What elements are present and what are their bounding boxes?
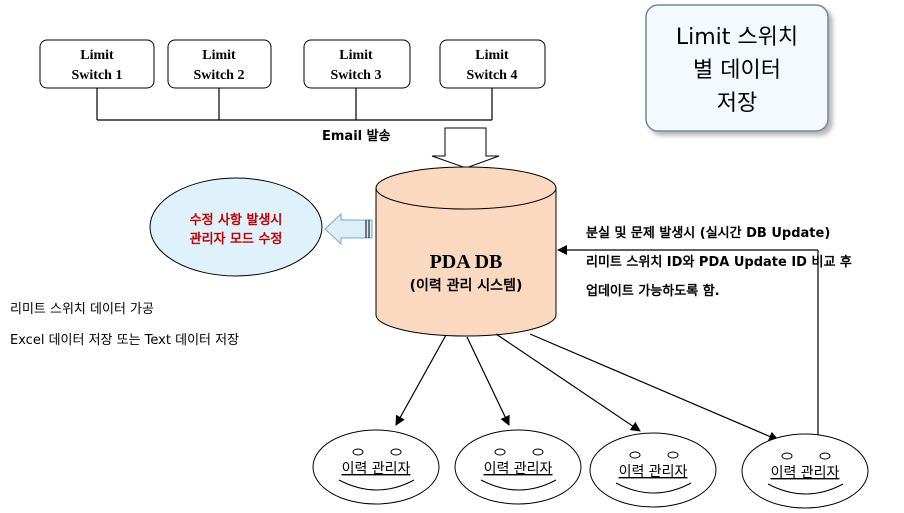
email-block-arrow	[431, 127, 500, 169]
title-box: Limit 스위치 별 데이터 저장	[645, 4, 829, 132]
switch-4-line2: Switch 4	[467, 68, 518, 83]
switch-2-line1: Limit	[202, 48, 236, 63]
limit-switch-4: Limit Switch 4	[439, 39, 546, 89]
right-note-line-1: 분실 및 문제 발생시 (실시간 DB Update)	[586, 225, 830, 241]
switch-bus-lines	[96, 88, 493, 121]
switch-1-line1: Limit	[80, 48, 114, 63]
left-note: 리미트 스위치 데이터 가공 Excel 데이터 저장 또는 Text 데이터 …	[10, 302, 239, 348]
switch-3-line1: Limit	[339, 48, 373, 63]
limit-switch-1: Limit Switch 1	[39, 39, 155, 89]
pda-db-cylinder: PDA DB (이력 관리 시스템)	[375, 166, 557, 337]
admin-ellipse: 수정 사항 발생시 관리자 모드 수정	[149, 177, 323, 277]
title-line-1: Limit 스위치	[676, 25, 798, 50]
switch-1-line2: Switch 1	[72, 68, 123, 83]
left-note-line-2: Excel 데이터 저장 또는 Text 데이터 저장	[10, 333, 239, 348]
switch-4-line1: Limit	[475, 48, 509, 63]
limit-switch-3: Limit Switch 3	[303, 39, 411, 89]
right-note: 분실 및 문제 발생시 (실시간 DB Update) 리미트 스위치 ID와 …	[586, 225, 852, 299]
right-note-line-2: 리미트 스위치 ID와 PDA Update ID 비교 후	[586, 254, 852, 270]
manager-3: 이력 관리자	[589, 432, 717, 508]
right-note-line-3: 업데이트 가능하도록 함.	[586, 283, 720, 299]
title-line-3: 저장	[717, 91, 757, 116]
manager-4: 이력 관리자	[741, 433, 869, 509]
manager-1-label: 이력 관리자	[342, 461, 411, 477]
title-line-2: 별 데이터	[693, 58, 781, 83]
manager-2: 이력 관리자	[454, 429, 582, 505]
switch-3-line2: Switch 3	[331, 68, 382, 83]
db-title: PDA DB	[430, 251, 503, 273]
switch-2-line2: Switch 2	[194, 68, 245, 83]
manager-3-label: 이력 관리자	[619, 464, 688, 480]
manager-2-label: 이력 관리자	[484, 461, 553, 477]
left-note-line-1: 리미트 스위치 데이터 가공	[10, 302, 154, 317]
admin-line-2: 관리자 모드 수정	[190, 231, 283, 247]
manager-4-label: 이력 관리자	[771, 465, 840, 481]
admin-block-arrow	[324, 212, 373, 246]
email-label: Email 발송	[322, 128, 391, 144]
limit-switch-2: Limit Switch 2	[167, 39, 272, 89]
admin-line-1: 수정 사항 발생시	[190, 212, 283, 228]
db-to-manager-arrows	[395, 333, 779, 442]
feedback-arrow	[557, 245, 819, 436]
db-subtitle: (이력 관리 시스템)	[410, 277, 523, 294]
manager-1: 이력 관리자	[312, 429, 440, 505]
